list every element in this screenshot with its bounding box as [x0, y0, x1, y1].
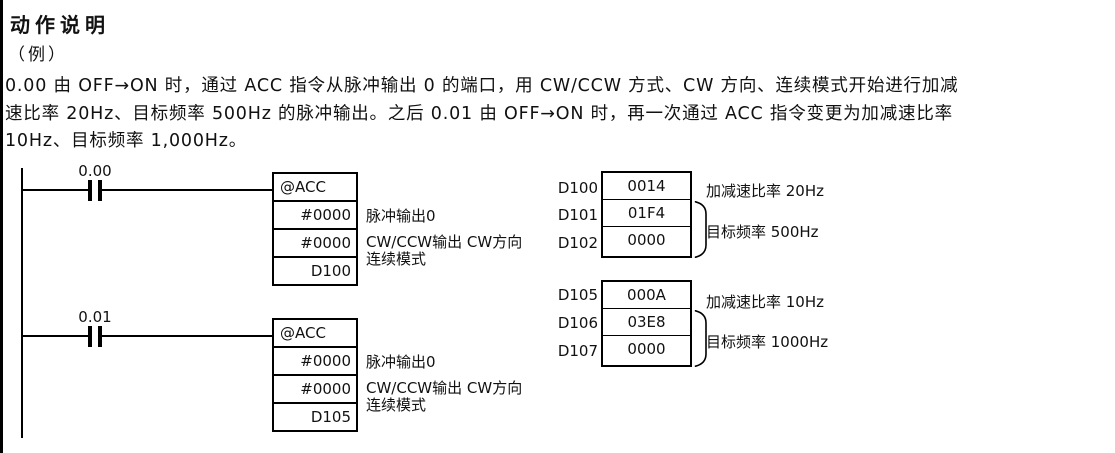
accel-rate-label: 加减速比率 10Hz — [706, 293, 825, 311]
no-contact-symbol — [88, 326, 102, 347]
memory-cell: 0014 — [627, 177, 666, 195]
rung-line — [21, 335, 272, 337]
target-frequency-label: 目标频率 1000Hz — [706, 333, 829, 351]
acc-operand: #0000 — [274, 200, 356, 228]
acc-operand: #0000 — [274, 346, 356, 374]
description-line: 10Hz、目标频率 1,000Hz。 — [5, 131, 248, 151]
memory-cell: 01F4 — [603, 199, 690, 226]
memory-table: 0014 01F4 0000 — [601, 171, 692, 258]
memory-address-label: D105 — [557, 286, 598, 304]
acc-instruction-label: @ACC — [280, 324, 326, 342]
memory-cell: 0000 — [603, 335, 690, 362]
memory-cell: 03E8 — [603, 308, 690, 335]
no-contact-symbol — [88, 180, 102, 201]
acc-operand: D105 — [274, 402, 356, 430]
example-label: （例） — [8, 45, 68, 65]
operand-annotation: CW/CCW输出 CW方向 — [366, 379, 523, 397]
accel-rate-label: 加减速比率 20Hz — [706, 182, 825, 200]
ladder-left-rail — [21, 168, 23, 438]
acc-instruction-label: @ACC — [280, 178, 326, 196]
rung-line — [21, 189, 272, 191]
memory-address-label: D101 — [557, 206, 598, 224]
memory-table: 000A 03E8 0000 — [601, 280, 692, 367]
contact-label: 0.00 — [78, 162, 112, 180]
memory-address-label: D100 — [557, 179, 598, 197]
memory-address-label: D102 — [557, 234, 598, 252]
page-left-border — [0, 0, 3, 453]
memory-address-label: D106 — [557, 314, 598, 332]
description-line: 0.00 由 OFF→ON 时，通过 ACC 指令从脉冲输出 0 的端口，用 C… — [5, 76, 959, 96]
memory-address-label: D107 — [557, 342, 598, 360]
contact-label: 0.01 — [78, 308, 112, 326]
memory-cell: 000A — [627, 286, 666, 304]
acc-instruction-box: @ACC #0000 #0000 D105 — [272, 318, 358, 432]
section-title: 动作说明 — [10, 13, 110, 37]
acc-operand: D100 — [274, 256, 356, 284]
operand-annotation: CW/CCW输出 CW方向 — [366, 233, 523, 251]
group-brace — [694, 201, 707, 258]
operand-annotation: 连续模式 — [366, 396, 427, 414]
memory-cell: 0000 — [603, 226, 690, 253]
acc-operand: #0000 — [274, 228, 356, 256]
acc-instruction-box: @ACC #0000 #0000 D100 — [272, 172, 358, 286]
operand-annotation: 脉冲输出0 — [366, 353, 436, 371]
target-frequency-label: 目标频率 500Hz — [706, 223, 819, 241]
operand-annotation: 脉冲输出0 — [366, 207, 436, 225]
operand-annotation: 连续模式 — [366, 250, 427, 268]
description-line: 速比率 20Hz、目标频率 500Hz 的脉冲输出。之后 0.01 由 OFF→… — [5, 104, 953, 124]
acc-operand: #0000 — [274, 374, 356, 402]
group-brace — [694, 310, 707, 367]
